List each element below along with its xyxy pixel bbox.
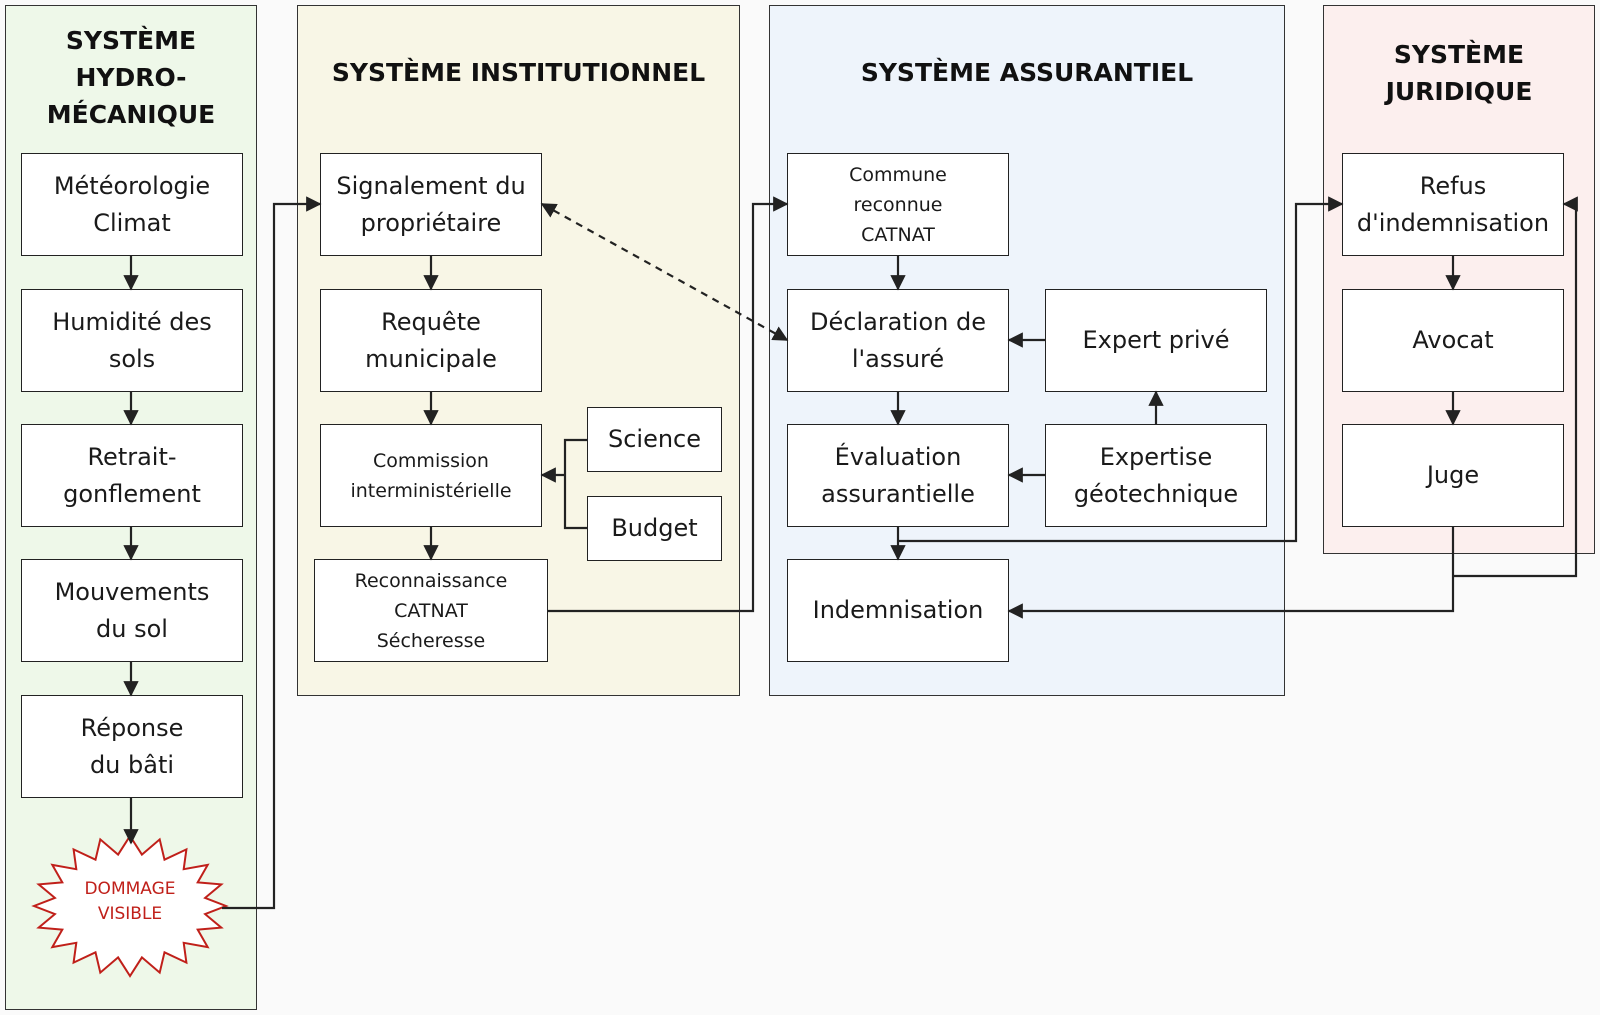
panel-hydro-title: SYSTÈME HYDRO- MÉCANIQUE bbox=[46, 26, 216, 129]
node-declaration-assure: Déclaration de l'assuré bbox=[787, 289, 1009, 392]
node-requete-municipale: Requête municipale bbox=[320, 289, 542, 392]
node-avocat: Avocat bbox=[1342, 289, 1564, 392]
node-expert-prive: Expert privé bbox=[1045, 289, 1267, 392]
node-expertise-geotechnique: Expertise géotechnique bbox=[1045, 424, 1267, 527]
damage-visible-label: DOMMAGE VISIBLE bbox=[84, 879, 176, 924]
arrow-reconnaissance-to-commune bbox=[548, 196, 789, 613]
node-reponse-bati: Réponse du bâti bbox=[21, 695, 243, 798]
arrow-science-budget-to-commission bbox=[542, 438, 587, 530]
node-refus-indemnisation: Refus d'indemnisation bbox=[1342, 153, 1564, 256]
damage-burst-shape bbox=[31, 834, 229, 978]
arrow-damage-to-signalement bbox=[222, 196, 322, 910]
node-juge: Juge bbox=[1342, 424, 1564, 527]
panel-legal-title: SYSTÈME JURIDIQUE bbox=[1385, 40, 1533, 106]
arrow-evaluation-to-refus bbox=[898, 196, 1344, 543]
node-budget: Budget bbox=[587, 496, 722, 561]
panel-insurance-title: SYSTÈME ASSURANTIEL bbox=[860, 58, 1194, 87]
node-science: Science bbox=[587, 407, 722, 472]
node-commune-reconnue-catnat: Commune reconnue CATNAT bbox=[787, 153, 1009, 256]
dashed-link-signalement-declaration bbox=[540, 203, 789, 341]
node-retrait-gonflement: Retrait- gonflement bbox=[21, 424, 243, 527]
node-evaluation-assurantielle: Évaluation assurantielle bbox=[787, 424, 1009, 527]
node-humidite-sols: Humidité des sols bbox=[21, 289, 243, 392]
node-meteorologie-climat: Météorologie Climat bbox=[21, 153, 243, 256]
panel-institutional-title: SYSTÈME INSTITUTIONNEL bbox=[331, 58, 706, 87]
node-reconnaissance-catnat: Reconnaissance CATNAT Sécheresse bbox=[314, 559, 548, 662]
node-signalement-proprietaire: Signalement du propriétaire bbox=[320, 153, 542, 256]
arrow-juge-to-refus bbox=[1453, 196, 1578, 578]
arrow-juge-to-indemnisation bbox=[1007, 527, 1455, 619]
node-indemnisation: Indemnisation bbox=[787, 559, 1009, 662]
